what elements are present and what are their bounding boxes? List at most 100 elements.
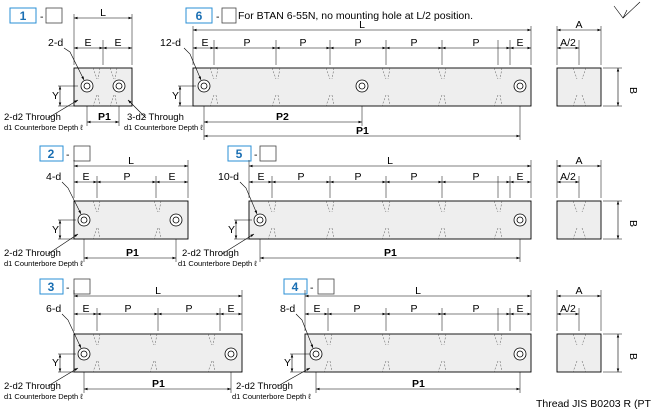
variant-6-header: 6 - For BTAN 6-55N, no mounting hole at … bbox=[185, 7, 473, 24]
svg-text:2-d2 Through: 2-d2 Through bbox=[182, 248, 239, 259]
svg-text:A/2: A/2 bbox=[560, 171, 576, 183]
svg-text:P2: P2 bbox=[276, 111, 289, 123]
variant-2-hole-count: 4-d bbox=[46, 171, 61, 183]
variant-2-drawing: L E P E 4-d Y P1 2-d2 Through d1 Counter… bbox=[4, 155, 189, 268]
variant-1-drawing: L E E 2-d Y P1 2-d2 Through d1 Counterbo… bbox=[4, 7, 203, 132]
svg-text:B: B bbox=[627, 87, 639, 94]
svg-text:A/2: A/2 bbox=[560, 37, 576, 49]
svg-text:A: A bbox=[575, 155, 582, 167]
variant-2-header: 2 - bbox=[39, 145, 91, 162]
variant-3-drawing: L E P P E 6-d Y P1 2-d2 Through d1 Count… bbox=[4, 285, 243, 401]
variant-4-code-box bbox=[317, 278, 335, 295]
svg-text:E: E bbox=[227, 303, 234, 315]
variant-6-hole-count: 12-d bbox=[160, 37, 181, 49]
variant-4-block bbox=[304, 333, 532, 373]
variant-6-note: For BTAN 6-55N, no mounting hole at L/2 … bbox=[238, 10, 473, 22]
svg-text:E: E bbox=[168, 171, 175, 183]
svg-text:Y: Y bbox=[52, 357, 59, 369]
variant-5-block bbox=[248, 200, 532, 240]
svg-text:B: B bbox=[627, 220, 639, 227]
svg-text:Y: Y bbox=[52, 90, 59, 102]
svg-text:P1: P1 bbox=[384, 247, 397, 259]
svg-text:E: E bbox=[516, 303, 523, 315]
svg-text:2-d2 Through: 2-d2 Through bbox=[4, 248, 61, 259]
variant-1-code-box bbox=[45, 7, 63, 24]
variant-2-code-box bbox=[73, 145, 91, 162]
svg-text:E: E bbox=[516, 37, 523, 49]
svg-text:L: L bbox=[415, 285, 421, 297]
variant-4-hole-count: 8-d bbox=[280, 303, 295, 315]
svg-text:2-d2 Through: 2-d2 Through bbox=[236, 381, 293, 392]
svg-text:P1: P1 bbox=[152, 378, 165, 390]
svg-text:P1: P1 bbox=[412, 378, 425, 390]
svg-text:E: E bbox=[84, 37, 91, 49]
svg-text:2-d2 Through: 2-d2 Through bbox=[4, 112, 61, 123]
svg-text:A: A bbox=[575, 19, 582, 31]
svg-text:L: L bbox=[100, 7, 106, 19]
svg-text:L: L bbox=[387, 155, 393, 167]
variant-6-drawing: L E P P P P P E 12-d Y P2 P1 A bbox=[160, 19, 639, 140]
thread-note: Thread JIS B0203 R (PT) bbox=[536, 398, 651, 410]
svg-text:3-d2 Through: 3-d2 Through bbox=[127, 112, 184, 123]
svg-text:A/2: A/2 bbox=[560, 303, 576, 315]
svg-text:d1 Counterbore Depth ℓ: d1 Counterbore Depth ℓ bbox=[232, 392, 311, 401]
svg-text:d1 Counterbore Depth ℓ: d1 Counterbore Depth ℓ bbox=[124, 123, 203, 132]
svg-text:P: P bbox=[410, 303, 417, 315]
variant-3-hole-count: 6-d bbox=[46, 303, 61, 315]
variant-5-drawing: L E P P P P E 10-d Y P1 2-d2 Through d1 … bbox=[178, 155, 639, 268]
variant-3-header: 3 - bbox=[39, 278, 91, 295]
svg-text:P: P bbox=[410, 37, 417, 49]
variant-6-side-view bbox=[556, 67, 602, 107]
svg-text:A: A bbox=[575, 285, 582, 297]
variant-1-hole-count: 2-d bbox=[48, 37, 63, 49]
svg-text:P: P bbox=[297, 171, 304, 183]
variant-5-header: 5 - bbox=[227, 145, 277, 162]
variant-3-number: 3 bbox=[48, 280, 55, 294]
svg-text:E: E bbox=[82, 171, 89, 183]
variant-2-number: 2 bbox=[48, 147, 55, 161]
svg-text:P: P bbox=[354, 37, 361, 49]
svg-text:P: P bbox=[410, 171, 417, 183]
svg-text:P: P bbox=[354, 171, 361, 183]
svg-text:P: P bbox=[243, 37, 250, 49]
variant-5-side-view bbox=[556, 200, 602, 240]
svg-text:P1: P1 bbox=[356, 125, 369, 137]
svg-text:Y: Y bbox=[228, 224, 235, 236]
variant-4-header: 4 - bbox=[283, 278, 335, 295]
svg-text:P: P bbox=[472, 303, 479, 315]
svg-text:P: P bbox=[185, 303, 192, 315]
svg-text:d1 Counterbore Depth ℓ: d1 Counterbore Depth ℓ bbox=[4, 392, 83, 401]
variant-3-code-box bbox=[73, 278, 91, 295]
svg-text:d1 Counterbore Depth ℓ: d1 Counterbore Depth ℓ bbox=[4, 123, 83, 132]
svg-text:P: P bbox=[472, 37, 479, 49]
variant-5-code-box bbox=[259, 145, 277, 162]
variant-4-side-view bbox=[556, 333, 602, 373]
surface-finish-icon bbox=[613, 1, 641, 19]
variant-4-number: 4 bbox=[292, 280, 299, 294]
svg-text:P: P bbox=[472, 171, 479, 183]
svg-text:2-d2 Through: 2-d2 Through bbox=[4, 381, 61, 392]
svg-text:P: P bbox=[353, 303, 360, 315]
svg-text:P1: P1 bbox=[98, 111, 111, 123]
variant-6-number: 6 bbox=[196, 9, 203, 23]
svg-text:d1 Counterbore Depth ℓ: d1 Counterbore Depth ℓ bbox=[4, 259, 83, 268]
svg-text:-: - bbox=[216, 11, 220, 23]
variant-5-number: 5 bbox=[236, 147, 243, 161]
svg-text:-: - bbox=[40, 11, 44, 23]
svg-text:Y: Y bbox=[172, 90, 179, 102]
svg-text:E: E bbox=[313, 303, 320, 315]
svg-text:E: E bbox=[516, 171, 523, 183]
variant-5-hole-count: 10-d bbox=[218, 171, 239, 183]
svg-text:L: L bbox=[128, 155, 134, 167]
svg-text:-: - bbox=[310, 282, 314, 294]
svg-text:-: - bbox=[254, 149, 258, 161]
svg-text:L: L bbox=[155, 285, 161, 297]
svg-text:d1 Counterbore Depth ℓ: d1 Counterbore Depth ℓ bbox=[178, 259, 257, 268]
svg-text:E: E bbox=[82, 303, 89, 315]
variant-1-header: 1 - bbox=[9, 7, 63, 24]
svg-text:E: E bbox=[201, 37, 208, 49]
variant-6-code-box bbox=[221, 7, 237, 24]
svg-text:-: - bbox=[66, 282, 70, 294]
svg-text:P: P bbox=[299, 37, 306, 49]
